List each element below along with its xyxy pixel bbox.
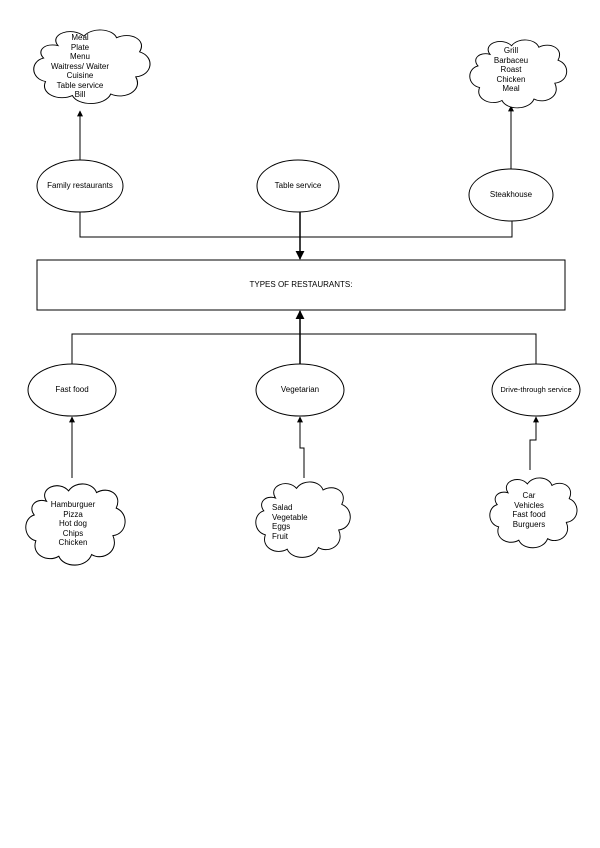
node-fast-food (27, 363, 117, 417)
cloud-drive (489, 477, 578, 549)
cloud-family (33, 29, 151, 104)
cloud-steakhouse-item: Grill (503, 46, 519, 55)
cloud-vegetarian-text: Salad Vegetable Eggs Fruit (270, 503, 332, 541)
connector-family-to-center (79, 212, 300, 238)
cloud-steakhouse-text: Grill Barbaceu Roast Chicken Meal (476, 46, 546, 94)
node-label-family-restaurants: Family restaurants (47, 181, 113, 190)
cloud-fastfood-item: Chips (62, 528, 84, 538)
node-label-drive-through: Drive-through service (500, 385, 572, 394)
cloud-fastfood (25, 483, 126, 566)
cloud-family-item: Table service (56, 80, 104, 90)
cloud-drive-item: Burguers (512, 519, 546, 529)
cloud-fastfood-item: Pizza (63, 509, 83, 519)
node-label-steakhouse: Steakhouse (489, 190, 533, 199)
cloud-family-item: Cuisine (66, 71, 94, 80)
cloud-family-text: Meal Plate Menu Waitress/ Waiter Cuisine… (40, 33, 120, 100)
cloud-steakhouse-item: Meal (502, 84, 520, 93)
node-table-service (256, 159, 340, 213)
cloud-fastfood-item: Hot dog (58, 519, 88, 528)
cloud-steakhouse-item: Roast (500, 65, 522, 74)
cloud-fastfood-item: Hamburguer (50, 500, 96, 509)
cloud-fastfood-item: Chicken (58, 538, 88, 547)
cloud-vegetarian (255, 481, 351, 558)
cloud-steakhouse-item: Barbaceu (493, 55, 529, 65)
arrow-drive-cloud-to-node (529, 416, 539, 470)
cloud-steakhouse (469, 39, 568, 109)
cloud-vegetarian-item: Fruit (272, 531, 288, 541)
cloud-family-item: Meal (71, 33, 89, 42)
cloud-vegetarian-item: Eggs (272, 522, 291, 531)
arrow-vegetarian-cloud-to-node (297, 416, 305, 478)
central-label: TYPES OF RESTAURANTS: (249, 280, 353, 289)
cloud-fastfood-text: Hamburguer Pizza Hot dog Chips Chicken (38, 500, 108, 548)
connector-drive-to-center (300, 333, 537, 365)
node-label-vegetarian: Vegetarian (280, 385, 320, 394)
cloud-vegetarian-item: Vegetable (272, 512, 308, 522)
central-box (36, 259, 566, 311)
connector-steakhouse-to-center (300, 221, 513, 238)
cloud-family-item: Plate (70, 42, 90, 52)
cloud-drive-item: Car (522, 491, 536, 500)
connector-fastfood-to-center (71, 333, 300, 365)
cloud-steakhouse-item: Chicken (496, 74, 526, 84)
node-label-fast-food: Fast food (55, 385, 89, 394)
cloud-vegetarian-item: Salad (272, 503, 293, 512)
node-vegetarian (255, 363, 345, 417)
node-label-table-service: Table service (274, 181, 322, 190)
cloud-family-item: Menu (69, 52, 90, 61)
cloud-drive-item: Vehicles (514, 500, 544, 510)
cloud-drive-text: Car Vehicles Fast food Burguers (496, 491, 562, 529)
cloud-drive-item: Fast food (512, 510, 546, 519)
cloud-family-item: Bill (74, 90, 86, 99)
cloud-family-item: Waitress/ Waiter (50, 61, 110, 71)
node-drive-through (491, 363, 581, 417)
